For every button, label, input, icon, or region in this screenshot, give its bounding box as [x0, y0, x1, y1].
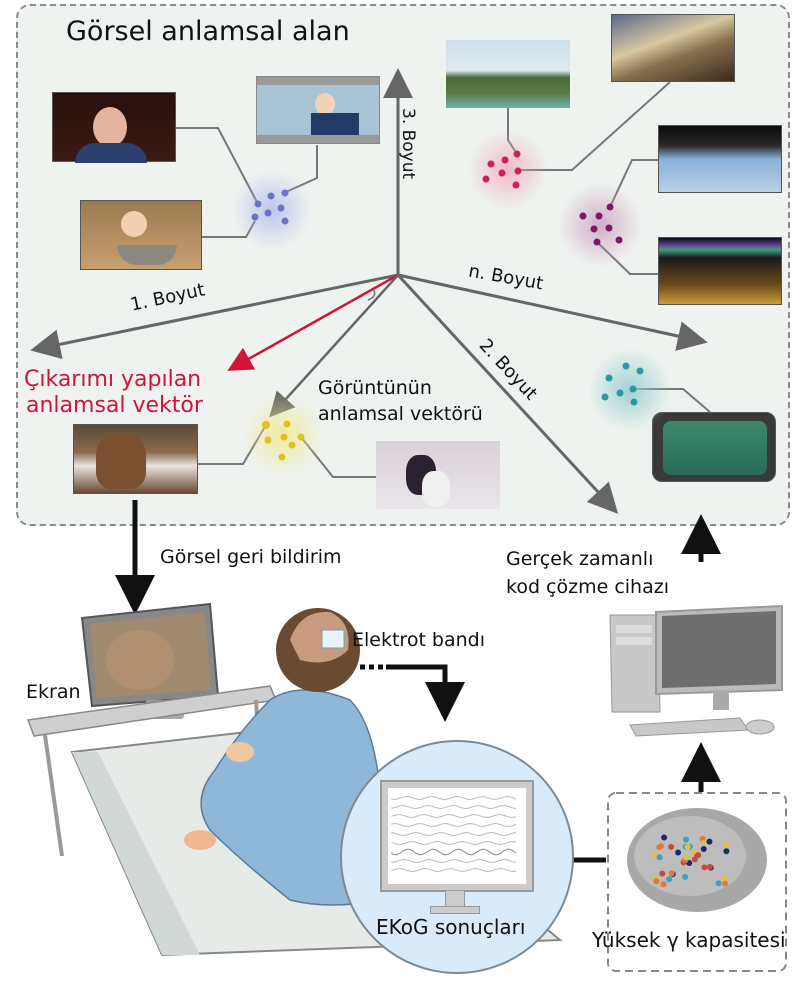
thumbnail-bear: [73, 424, 198, 494]
thumbnail-space-station: [658, 125, 782, 193]
decoder-label-line2: kod çözme cihazı: [506, 576, 669, 598]
decoder-label-line1: Gerçek zamanlı: [506, 548, 654, 570]
axis-2-arrow: [396, 273, 619, 514]
ekog-trace: [391, 867, 517, 873]
electrode-dot: [706, 838, 713, 845]
thumbnail-earth-night: [658, 237, 782, 305]
electrode-dot: [723, 848, 730, 855]
electrode-dot: [668, 843, 675, 850]
ekog-results-label: EKoG sonuçları: [376, 915, 526, 939]
thumbnail-ecog-device: [652, 412, 776, 482]
panel-title: Görsel anlamsal alan: [66, 16, 350, 47]
device-cluster: [588, 348, 672, 432]
thumbnail-cartoon-chef: [80, 200, 202, 270]
electrode-dot: [653, 878, 660, 885]
electrode-dot: [666, 876, 673, 883]
ekog-trace: [391, 795, 517, 800]
electrode-dot: [706, 864, 713, 871]
ekog-trace: [391, 858, 517, 864]
electrode-dot: [683, 853, 690, 860]
screen-label: Ekran: [26, 681, 81, 703]
connector: [176, 127, 259, 205]
electrode-band-label: Elektrot bandı: [352, 629, 486, 651]
ekog-waveforms: [391, 795, 517, 873]
electrode-dot: [683, 836, 690, 843]
electrode-dot: [650, 852, 657, 859]
thumbnail-dog: [376, 441, 500, 509]
thumbnail-woman-talking: [52, 92, 176, 163]
thumbnail-mountains: [611, 14, 735, 82]
screen-monitor: [80, 602, 220, 719]
gamma-panel: [607, 792, 787, 972]
electrode-dot: [656, 854, 663, 861]
electrode-dot: [684, 843, 691, 850]
axis-n-arrow: [397, 273, 708, 351]
people-cluster: [232, 170, 312, 250]
ekog-trace: [391, 804, 517, 810]
ekog-trace: [391, 831, 517, 837]
electrode-arrow: [386, 664, 465, 722]
electrode-dot: [695, 852, 702, 859]
ekog-trace: [391, 840, 517, 846]
electrode-dot: [701, 864, 708, 871]
electrode-dot: [690, 848, 697, 855]
angle-arc: [367, 288, 376, 301]
electrode-dot: [668, 870, 675, 877]
decoder-computer: [609, 604, 783, 737]
electrode-dot: [682, 873, 689, 880]
inferred-vector-label-line1: Çıkarımı yapılan: [24, 367, 202, 392]
image-vector-label-line2: anlamsal vektörü: [318, 403, 483, 425]
electrode-dot: [657, 843, 664, 850]
inferred-vector-arrow: [227, 273, 399, 371]
landscape-cluster: [468, 130, 548, 210]
electrode-dot: [715, 880, 722, 887]
ekog-results-bubble: [340, 740, 574, 974]
electrode-dot: [659, 870, 666, 877]
image-vector-arrow: [269, 274, 399, 418]
thumbnail-cartoon-office: [256, 76, 380, 144]
image-vector-label-line1: Görüntünün: [318, 377, 432, 399]
electrode-dot: [721, 875, 728, 882]
visual-feedback-label: Görsel geri bildirim: [160, 546, 342, 568]
inferred-vector-label-line2: anlamsal vektör: [26, 393, 203, 418]
animal-cluster: [241, 393, 325, 477]
space-cluster: [558, 183, 642, 267]
electrode-dot: [722, 880, 729, 887]
axis-3-label: 3. Boyut: [398, 108, 418, 180]
ekog-trace: [391, 848, 517, 856]
electrode-dot: [700, 846, 707, 853]
axis-1-arrow: [30, 273, 399, 360]
high-gamma-label: Yüksek γ kapasitesi: [592, 928, 786, 952]
electrode-dot: [691, 856, 698, 863]
brain-map: [627, 808, 767, 912]
ekog-trace: [391, 813, 517, 819]
electrode-dot: [723, 841, 730, 848]
patient-figure: [184, 608, 383, 906]
electrode-dot: [661, 834, 668, 841]
electrode-dot: [700, 839, 707, 846]
ekog-trace: [391, 822, 517, 828]
electrode-dot: [675, 849, 682, 856]
thumbnail-city-river: [446, 40, 570, 108]
electrode-dot: [660, 881, 667, 888]
